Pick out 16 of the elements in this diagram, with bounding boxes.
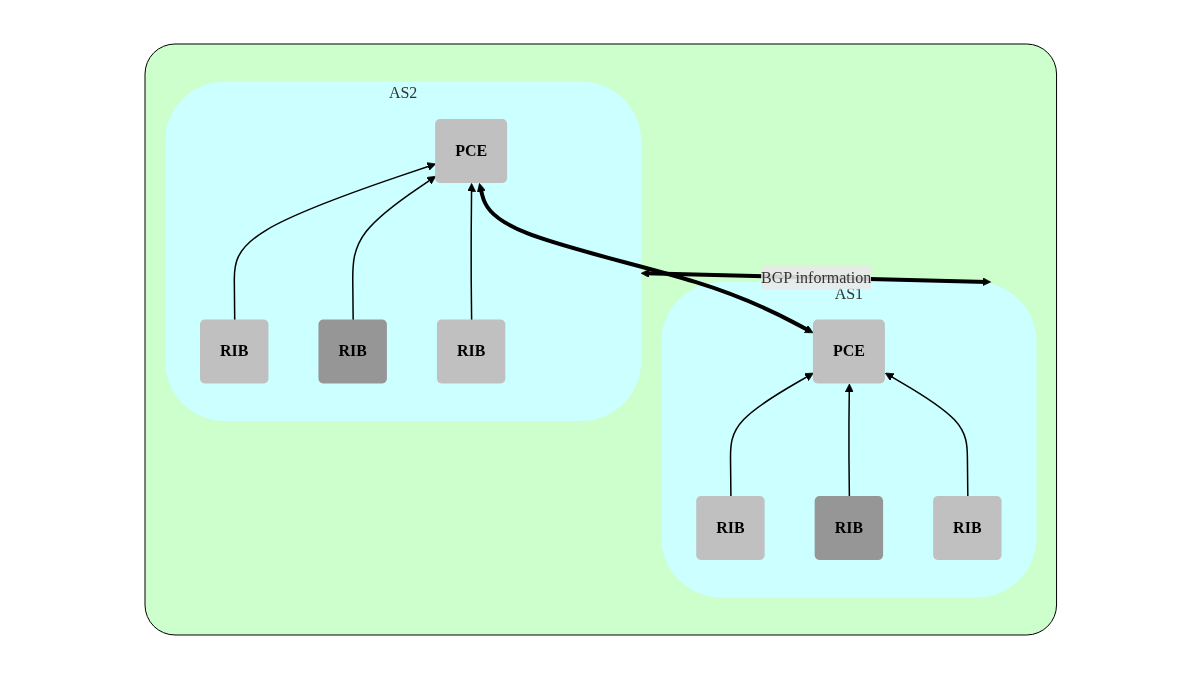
node-box: RIB [318, 319, 387, 384]
arrow [233, 162, 436, 321]
arrow [476, 183, 814, 334]
node-box: RIB [436, 319, 506, 384]
node-box: RIB [814, 496, 883, 560]
cluster [144, 43, 1057, 636]
node-box: PCE [812, 319, 885, 384]
arrow [844, 383, 854, 498]
node-box: RIB [932, 496, 1002, 560]
arrow [466, 183, 476, 321]
node-box: PCE [434, 119, 507, 183]
arrow [351, 175, 436, 321]
node-box: RIB [695, 496, 765, 560]
arrow [729, 372, 814, 498]
node-box: RIB [199, 319, 269, 384]
arrow [884, 372, 969, 498]
